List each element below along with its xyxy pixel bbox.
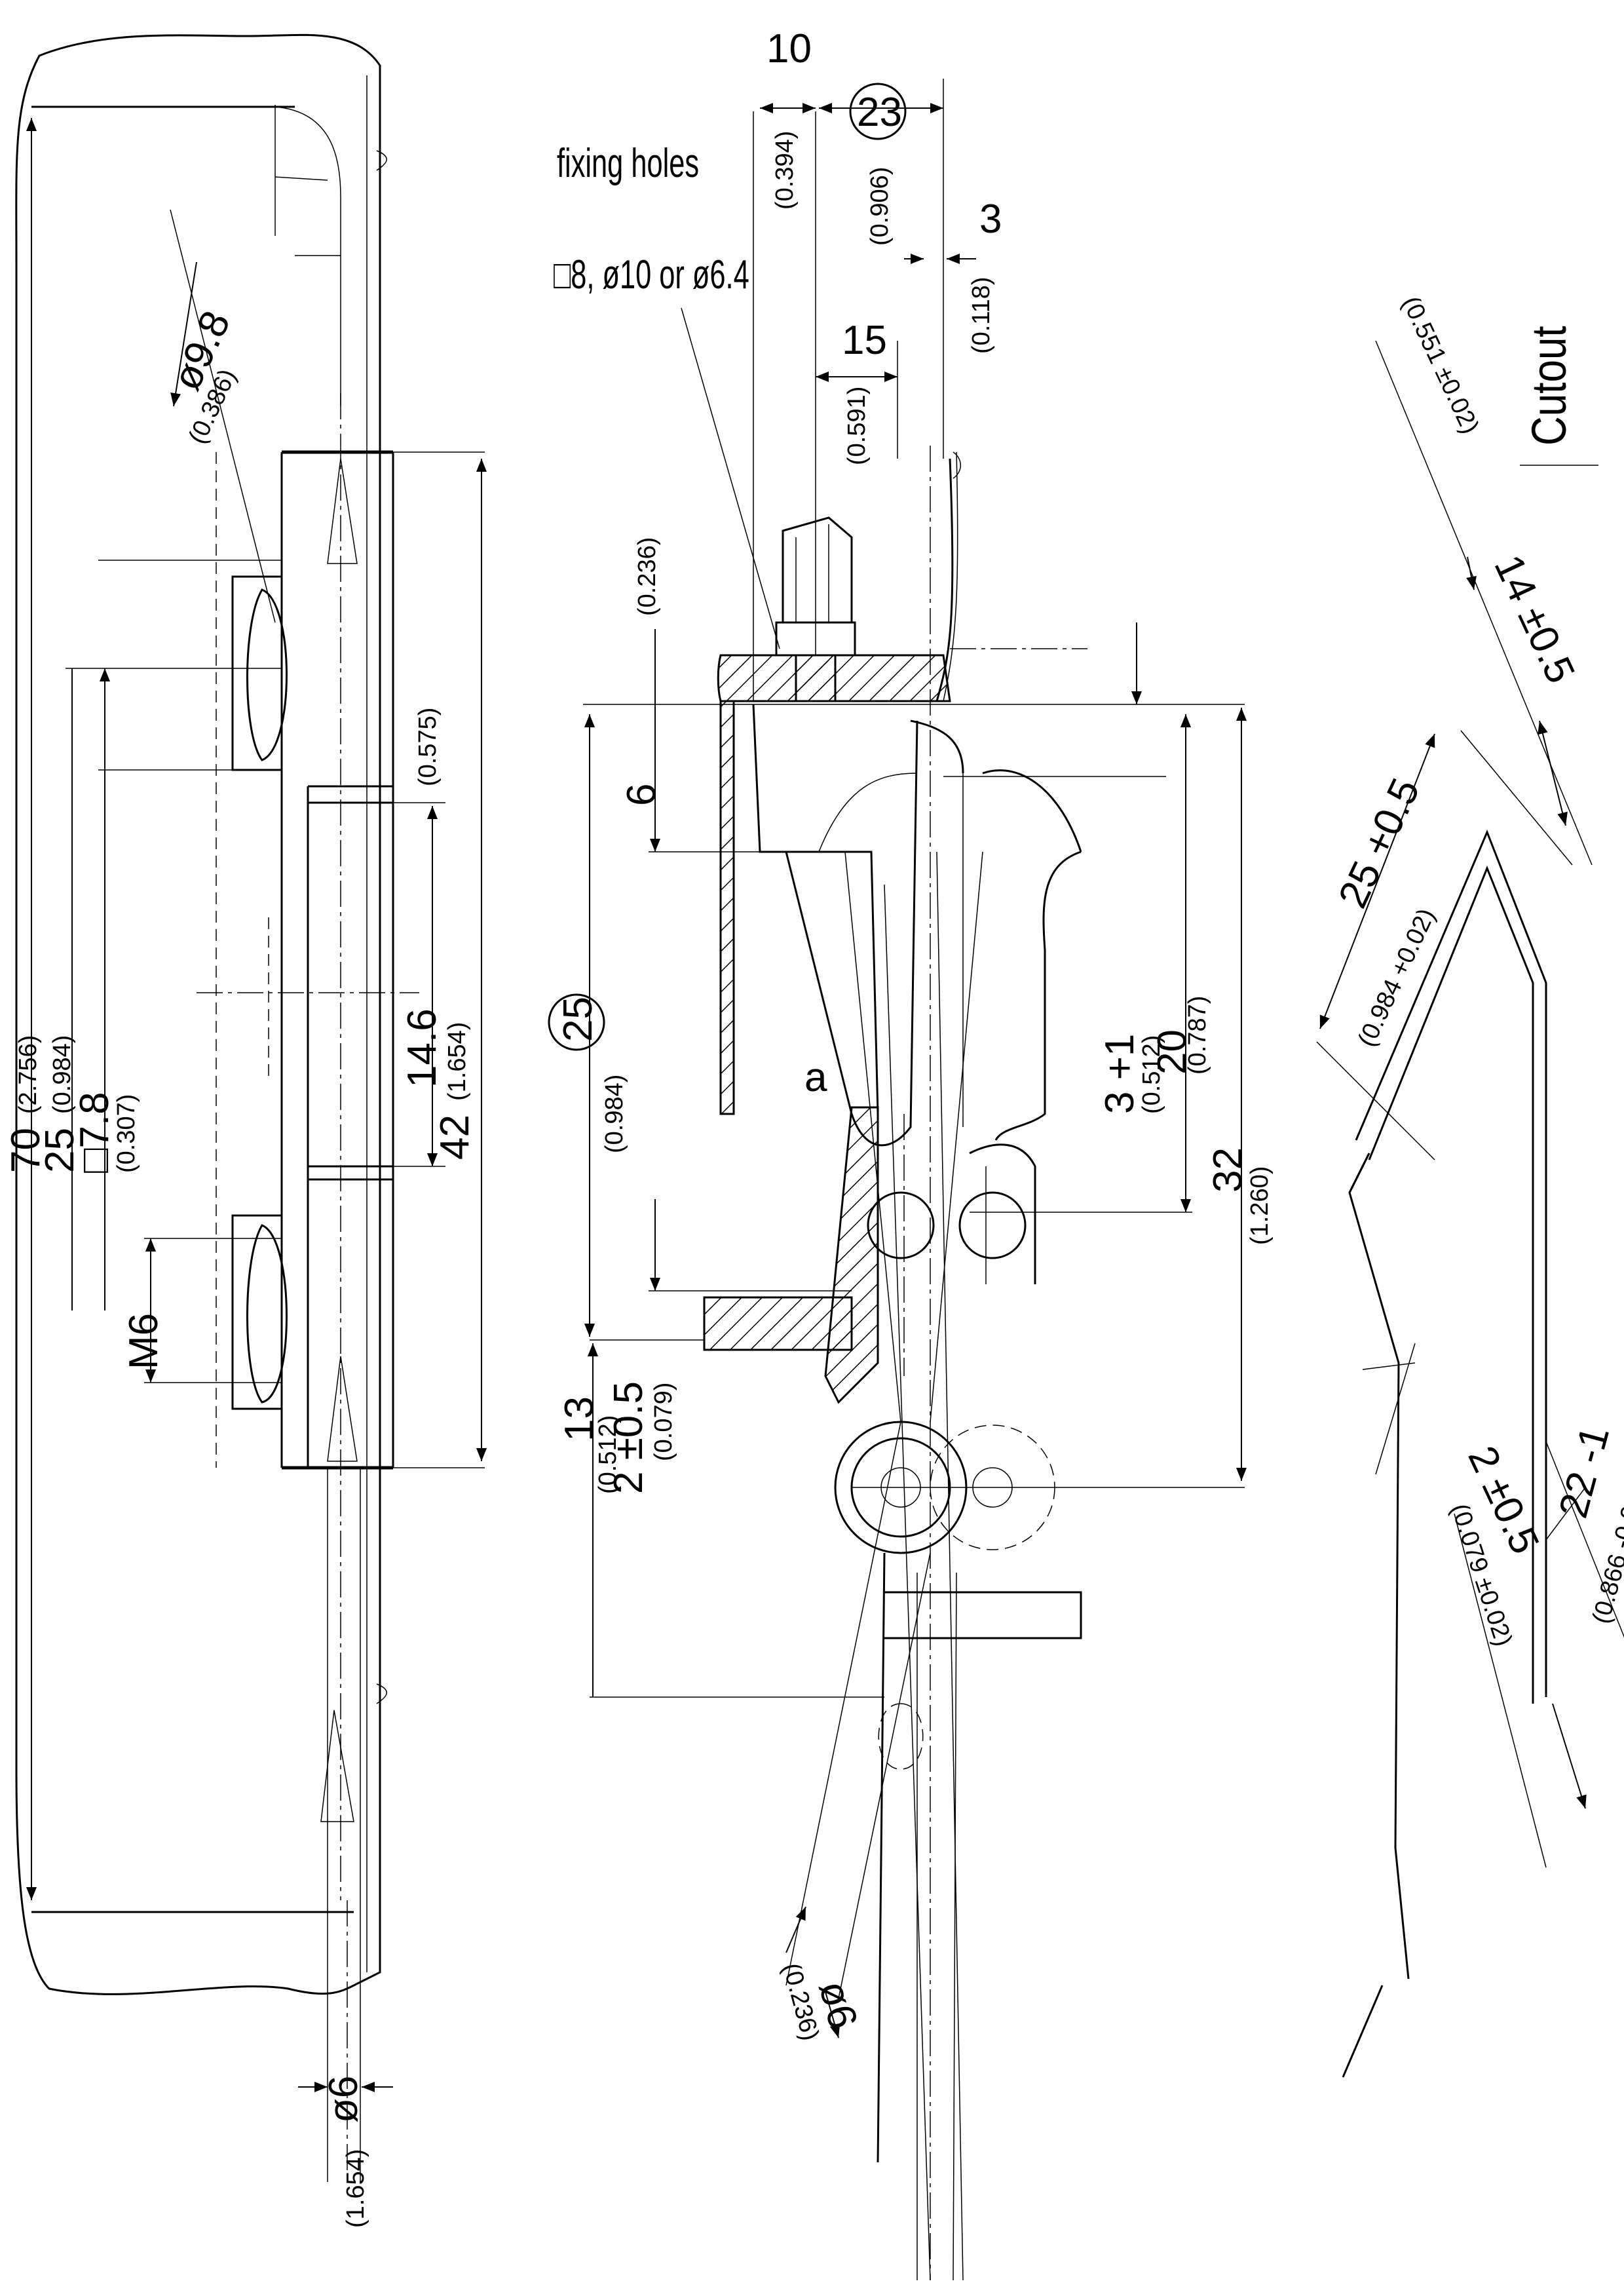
dim-3-inch: (0.118) — [968, 277, 995, 354]
dim-2c-value: 2 ±0.5 — [606, 1381, 651, 1494]
dim-3-value: 3 — [979, 197, 1002, 242]
width-42-value: 42 — [432, 1115, 478, 1160]
dim-25c-value: 25 — [556, 997, 601, 1042]
fixing-holes-spec: □8, ø10 or ø6.4 — [554, 253, 749, 297]
dim-70-inch: (2.756) — [14, 1035, 42, 1114]
dim-square-value: □7.8 — [72, 1092, 117, 1173]
pin-dia-inch: (1.654) — [342, 2149, 369, 2228]
dim-32-value: 32 — [1205, 1147, 1251, 1193]
dim-15-value: 15 — [842, 318, 887, 363]
center-view — [583, 79, 1247, 2281]
dim-3p1-value: 3 +1 — [1097, 1034, 1142, 1114]
dim-6-value: 6 — [619, 784, 664, 806]
inner-height-value: 14.6 — [400, 1008, 445, 1088]
cutout-dim-14-inch: (0.551 ±0.02) — [1397, 292, 1484, 438]
width-42-inch: (1.654) — [444, 1022, 471, 1101]
fixing-holes-title: fixing holes — [557, 142, 699, 186]
dim-25c-inch: (0.984) — [601, 1075, 628, 1153]
dim-70-value: 70 — [3, 1128, 48, 1173]
dim-13-value: 13 — [557, 1396, 602, 1442]
dim-3p1-inch: (0.512) — [1138, 1035, 1165, 1114]
cutout-view — [1316, 340, 1624, 2078]
pin-dia-value: ø6 — [321, 2076, 366, 2123]
dim-23-inch: (0.906) — [866, 167, 894, 246]
cutout-dim-25-value: 25 +0.5 — [1330, 772, 1429, 915]
dim-20-inch: (0.787) — [1184, 996, 1211, 1075]
left-view — [15, 33, 487, 2182]
dim-square-inch: (0.307) — [113, 1094, 140, 1173]
dim-32-inch: (1.260) — [1246, 1166, 1274, 1245]
dim-15-inch: (0.591) — [843, 387, 871, 465]
dim-10-value: 10 — [766, 26, 812, 71]
inner-height-inch: (0.575) — [414, 708, 442, 786]
cutout-dim-22-value: 22 -1 — [1551, 1421, 1618, 1522]
dim-20-value: 20 — [1150, 1029, 1195, 1075]
cutout-title: Cutout — [1522, 326, 1577, 446]
dim-23-value: 23 — [857, 90, 902, 135]
dim-2c-inch: (0.079) — [650, 1383, 677, 1461]
dim-10-inch: (0.394) — [771, 131, 799, 210]
dim-6-inch: (0.236) — [633, 537, 661, 616]
thread-label: M6 — [121, 1313, 166, 1369]
dim-25-inch: (0.984) — [48, 1035, 76, 1114]
dim-13-inch: (0.512) — [594, 1415, 622, 1494]
angle-label: a — [804, 1055, 827, 1100]
dim-25-value: 25 — [37, 1128, 83, 1173]
cutout-dim-25-inch: (0.984 +0.02) — [1353, 904, 1441, 1051]
cutout-dim-14-value: 14 ±0.5 — [1485, 548, 1583, 690]
